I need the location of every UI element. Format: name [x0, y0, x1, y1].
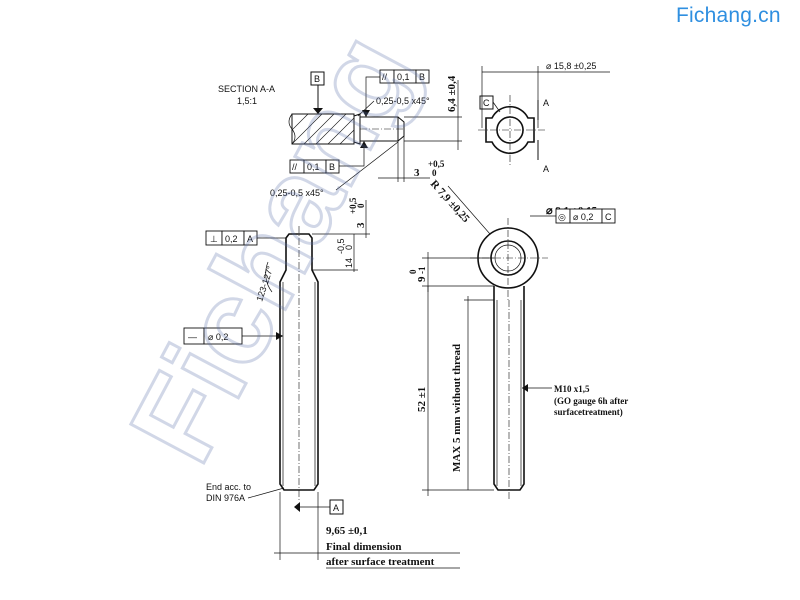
dim-height: 6,4 ±0,4 [446, 75, 458, 112]
note-final-2: after surface treatment [326, 556, 435, 568]
position-datum: C [605, 212, 612, 222]
eye-top-view: ⌀ 15,8 ±0,25 A A C [478, 61, 610, 174]
chamfer-bottom-label: 0,25-0,5 x45° [270, 188, 324, 198]
fcf-position [555, 208, 616, 224]
perpendicular-value: 0,2 [225, 234, 238, 244]
parallel-datum: B [419, 72, 425, 82]
dim-3-h-lower: 0 [432, 168, 437, 178]
note-thread: M10 x1,5 [554, 384, 590, 394]
position-value: ⌀ 0,2 [573, 212, 593, 222]
dim-14-lower: 0 [344, 245, 354, 250]
perpendicular-datum: A [247, 234, 253, 244]
parallel-symbol: // [382, 72, 388, 82]
dim-3-h: 3 [414, 167, 420, 179]
fcf-straightness [183, 327, 243, 345]
dim-max-thread: MAX 5 mm without thread [451, 344, 463, 472]
note-end-std: DIN 976A [206, 493, 245, 503]
datum-c-label: C [483, 98, 490, 108]
position-symbol: ◎ [558, 212, 566, 222]
section-view: SECTION A-A 1,5:1 B [218, 69, 462, 198]
note-final-1: Final dimension [326, 541, 402, 553]
section-scale: 1,5:1 [237, 96, 257, 106]
dim-radius: R 7,9 ±0,25 [428, 178, 472, 225]
note-end: End acc. to [206, 482, 251, 492]
note-thread-gauge-2: surfacetreatment) [554, 407, 623, 417]
dim-3-h-upper: +0,5 [428, 159, 445, 169]
datum-b-triangle [313, 108, 323, 114]
straightness-symbol: — [188, 332, 197, 342]
fcf-perpendicular [205, 230, 258, 246]
bolt-outline [279, 233, 319, 491]
dim-9-lower: -1 [417, 266, 427, 274]
note-thread-gauge: (GO gauge 6h after [554, 396, 628, 406]
brand-logo-text: Fichang.cn [676, 4, 781, 27]
chamfer-top-label: 0,25-0,5 x45° [376, 96, 430, 106]
dim-3-v-upper: +0,5 [348, 197, 358, 214]
dim-eye-diameter: ⌀ 15,8 ±0,25 [546, 61, 596, 71]
dim-final: 9,65 ±0,1 [326, 525, 368, 537]
dim-3-v-lower: 0 [356, 203, 366, 208]
parallel-bottom-value: 0,1 [307, 162, 320, 172]
section-title: SECTION A-A [218, 84, 275, 94]
parallel-bottom-datum: B [329, 162, 335, 172]
dim-length: 52 ±1 [416, 387, 428, 412]
perpendicular-symbol: ⊥ [210, 234, 218, 244]
dim-9: 9 [416, 276, 428, 282]
dim-3-v: 3 [355, 222, 367, 228]
straightness-value: ⌀ 0,2 [208, 332, 228, 342]
datum-b-label: B [314, 74, 320, 84]
dim-14-upper: -0,5 [336, 238, 346, 254]
parallel-value: 0,1 [397, 72, 410, 82]
dim-14: 14 [344, 258, 354, 268]
datum-a-triangle [294, 502, 300, 512]
section-mark-bottom: A [543, 164, 549, 174]
datum-a-label: A [333, 503, 339, 513]
section-mark-top: A [543, 98, 549, 108]
parallel-bottom-symbol: // [292, 162, 298, 172]
eyebolt-front-view: R 7,9 ±0,25 ⌀ 9,1 ±0,15 ◎ ⌀ 0,2 C 9 0 -1… [408, 178, 628, 500]
dim-9-upper: 0 [408, 269, 418, 274]
fcf-parallel-bottom [289, 159, 340, 174]
fcf-parallel-top [379, 69, 430, 84]
